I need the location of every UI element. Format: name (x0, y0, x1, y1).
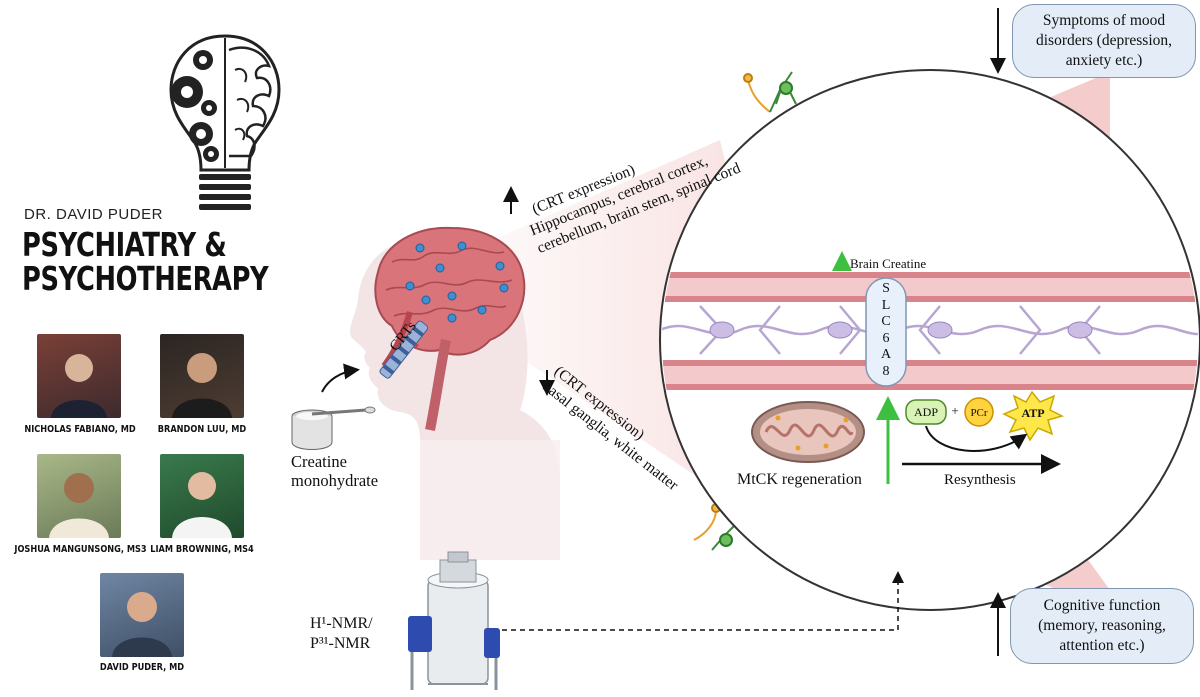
arrow-nmr-dashed (502, 571, 904, 631)
slc-letter: S (882, 281, 890, 296)
pcr-badge (964, 397, 994, 427)
slc-letter: A (880, 347, 892, 362)
brand-doctor-name: DR. DAVID PUDER (24, 206, 163, 223)
slc-letter: 8 (882, 363, 890, 379)
nmr-line2: P³¹-NMR (310, 635, 371, 652)
slc6a8-label: S L C 6 A 8 (866, 281, 906, 380)
person-name-5: DAVID PUDER, MD (99, 662, 185, 673)
brain-illustration (374, 226, 526, 431)
avatar (160, 334, 244, 418)
arrow-creatine-to-mouth (321, 363, 360, 393)
slc-letter: C (881, 314, 891, 329)
symptoms-line3: anxiety etc.) (1065, 52, 1143, 69)
symptoms-line2: disorders (depression, (1035, 32, 1173, 49)
mtck-label: MtCK regeneration (737, 471, 862, 488)
adp-badge (905, 399, 947, 425)
atp-label: ATP (1021, 406, 1045, 420)
nmr-line1: H¹-NMR/ (310, 615, 373, 632)
brand-title-line2: PSYCHOTHERAPY (22, 259, 269, 298)
cognitive-line1: Cognitive function (1043, 597, 1161, 614)
resynthesis-label: Resynthesis (944, 472, 1016, 488)
mitochondrion-icon (751, 401, 865, 463)
brand-title-line1: PSYCHIATRY & (22, 225, 227, 264)
cognitive-line3: attention etc.) (1059, 637, 1145, 654)
creatine-text: Creatine monohydrate (291, 452, 379, 490)
arrow-adp-to-atp (925, 425, 1028, 452)
neuron-icon-top (743, 71, 797, 113)
nmr-label: H¹-NMR/ P³¹-NMR (310, 614, 373, 654)
person-name-2: BRANDON LUU, MD (157, 424, 247, 435)
avatar (37, 454, 121, 538)
nmr-machine-icon (408, 551, 500, 690)
atp-star (1002, 390, 1065, 442)
creatine-label: Creatine monohydrate (291, 452, 381, 490)
avatar (100, 573, 184, 657)
lightbulb-brain-logo (169, 34, 281, 210)
person-name-1: NICHOLAS FABIANO, MD (24, 424, 136, 435)
avatar (160, 454, 244, 538)
symptoms-box: Symptoms of mood disorders (depression, … (1012, 4, 1196, 78)
symptoms-line1: Symptoms of mood (1042, 12, 1166, 29)
blood-vessel-band (662, 272, 1198, 390)
adp-label: ADP (913, 405, 938, 419)
cognitive-box: Cognitive function (memory, reasoning, a… (1010, 588, 1194, 664)
avatar (37, 334, 121, 418)
slc-letter: L (881, 297, 891, 313)
pcr-label: PCr (970, 407, 988, 419)
cognitive-line2: (memory, reasoning, (1038, 617, 1166, 634)
slc6a8-transporter (865, 277, 907, 387)
slc-letter: 6 (882, 330, 890, 346)
crt-bar (379, 320, 429, 379)
person-name-4: LIAM BROWNING, MS4 (150, 544, 254, 555)
magnified-view-circle (659, 69, 1200, 611)
brain-creatine-label: Brain Creatine (850, 256, 927, 271)
person-name-3: JOSHUA MANGUNSONG, MS3 (14, 544, 147, 555)
creatine-container-icon (291, 406, 376, 450)
plus-sign: + (951, 403, 959, 418)
